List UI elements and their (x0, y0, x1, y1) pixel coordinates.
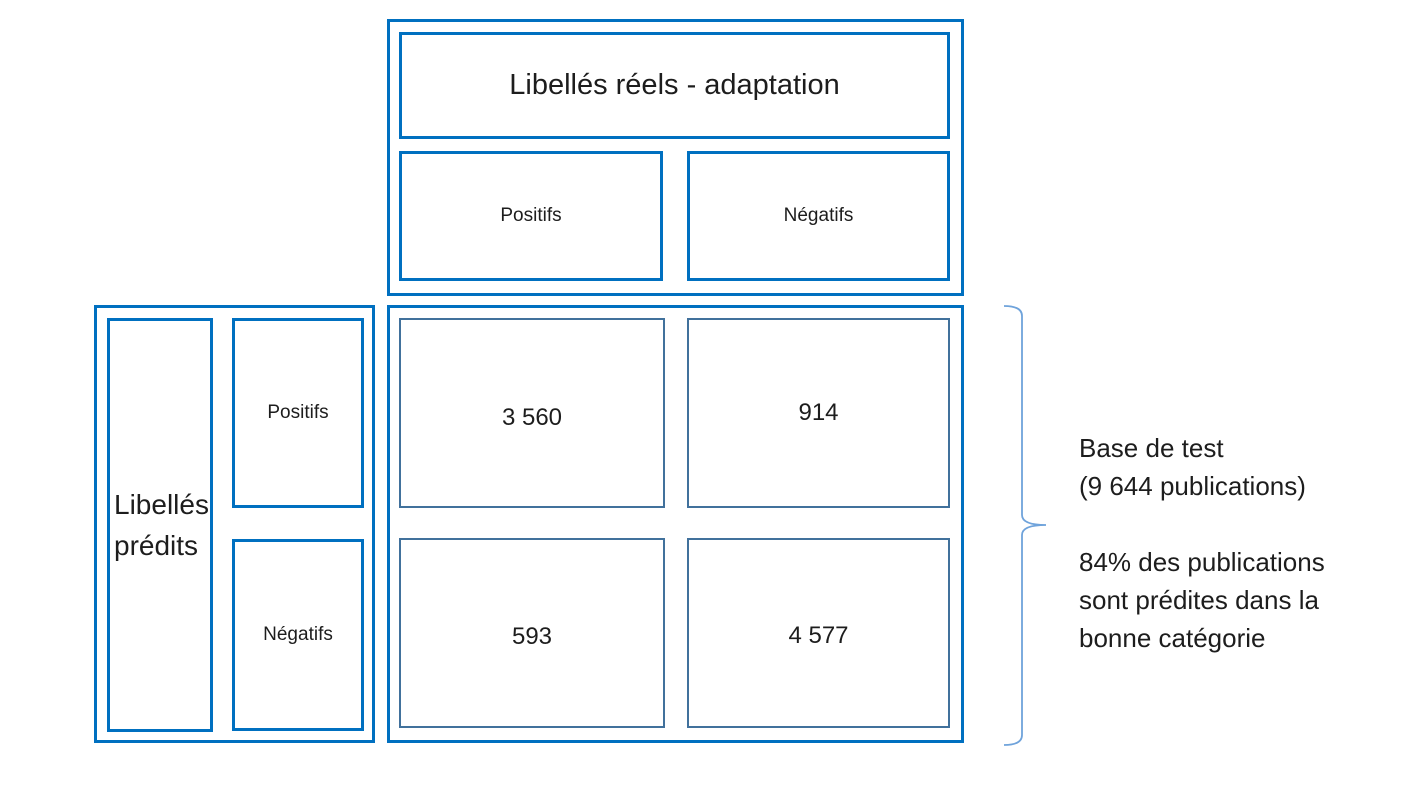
matrix-cell-false-positive: 914 (687, 318, 950, 508)
annotation-text: Base de test (9 644 publications) 84% de… (1079, 429, 1379, 657)
matrix-value: 593 (511, 623, 553, 650)
curly-brace-icon (1003, 305, 1047, 746)
matrix-value: 914 (798, 399, 839, 426)
real-labels-title: Libellés réels - adaptation (399, 32, 950, 139)
predicted-negatifs-box: Négatifs (232, 539, 364, 731)
matrix-value: 3 560 (501, 404, 563, 431)
matrix-value: 4 577 (788, 622, 849, 649)
matrix-cell-false-negative: 593 (399, 538, 665, 728)
annotation-line (1079, 505, 1379, 543)
predicted-positifs-box: Positifs (232, 318, 364, 508)
predicted-labels-title-box: Libellés prédits (107, 318, 213, 732)
annotation-line: bonne catégorie (1079, 623, 1266, 653)
real-positifs-box: Positifs (399, 151, 663, 281)
annotation-line: 84% des publications (1079, 547, 1325, 577)
predicted-labels-title-line2: prédits (114, 530, 199, 561)
annotation-line: (9 644 publications) (1079, 471, 1306, 501)
annotation-line: sont prédites dans la (1079, 585, 1319, 615)
predicted-labels-title-line1: Libellés (114, 489, 209, 520)
matrix-cell-true-positive: 3 560 (399, 318, 665, 508)
annotation-line: Base de test (1079, 433, 1224, 463)
matrix-cell-true-negative: 4 577 (687, 538, 950, 728)
real-negatifs-box: Négatifs (687, 151, 950, 281)
